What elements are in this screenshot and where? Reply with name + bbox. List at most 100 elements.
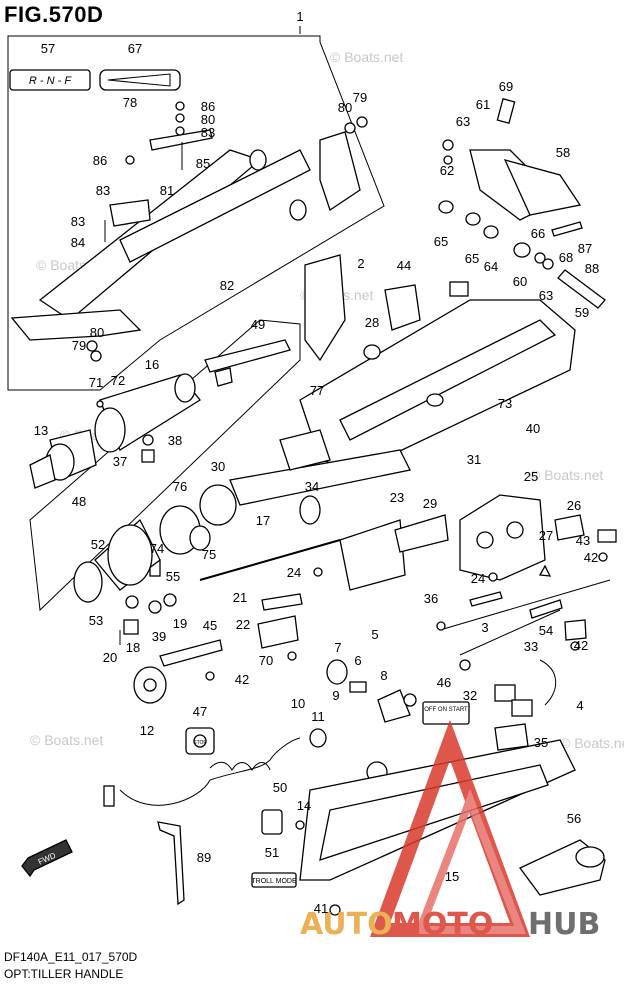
lower-cover-tray — [299, 723, 576, 881]
callout-6: 6 — [354, 653, 361, 668]
callout-85: 85 — [196, 156, 210, 171]
callout-40: 40 — [526, 421, 540, 436]
callout-7: 7 — [334, 640, 341, 655]
callout-63: 63 — [456, 114, 470, 129]
callout-60: 60 — [513, 274, 527, 289]
callout-86: 86 — [93, 153, 107, 168]
callout-47: 47 — [193, 704, 207, 719]
callout-78: 78 — [123, 95, 137, 110]
callout-57: 57 — [41, 41, 55, 56]
stop-lanyard — [103, 728, 388, 807]
callout-19: 19 — [173, 616, 187, 631]
callout-45: 45 — [203, 618, 217, 633]
callout-66: 66 — [531, 226, 545, 241]
callout-28: 28 — [365, 315, 379, 330]
callout-34: 34 — [305, 479, 319, 494]
watermark-text-7: © Boats.net — [530, 467, 603, 483]
callout-54: 54 — [539, 623, 553, 638]
grip-cap-assembly — [73, 518, 161, 603]
callout-2: 2 — [357, 256, 364, 271]
callout-27: 27 — [539, 528, 553, 543]
figure-title: FIG.570D — [4, 2, 104, 27]
callout-72: 72 — [111, 373, 125, 388]
callout-68: 68 — [559, 250, 573, 265]
switch-plate-decal: OFF ON START — [422, 701, 470, 725]
wiring-harness — [494, 659, 557, 717]
knob-56 — [519, 839, 606, 896]
callout-12: 12 — [140, 723, 154, 738]
callout-61: 61 — [476, 97, 490, 112]
callout-24: 24 — [287, 565, 301, 580]
callout-89: 89 — [197, 850, 211, 865]
callout-37: 37 — [113, 454, 127, 469]
callout-74: 74 — [150, 541, 164, 556]
troll-switch — [261, 809, 305, 835]
shift-cable-assembly — [204, 339, 291, 387]
callout-80: 80 — [338, 100, 352, 115]
callout-86: 86 — [201, 99, 215, 114]
callout-30: 30 — [211, 459, 225, 474]
callout-26: 26 — [567, 498, 581, 513]
callout-75: 75 — [202, 547, 216, 562]
callout-23: 23 — [390, 490, 404, 505]
watermark-text-5: © Boats.net — [30, 732, 103, 748]
callout-44: 44 — [397, 258, 411, 273]
callout-17: 17 — [256, 513, 270, 528]
callout-32: 32 — [463, 688, 477, 703]
figure-subtitle: OPT:TILLER HANDLE — [4, 967, 124, 981]
callout-70: 70 — [259, 653, 273, 668]
stop-tag-text: STOP — [193, 740, 207, 746]
watermark-text-3: © Boats.net — [330, 49, 403, 65]
troll-mode-decal: TROLL MODE — [251, 872, 297, 888]
callout-77: 77 — [310, 383, 324, 398]
callout-53: 53 — [89, 613, 103, 628]
control-cables — [436, 564, 611, 671]
stop-tag: STOP — [185, 727, 215, 755]
callout-31: 31 — [467, 452, 481, 467]
cable-bracket — [564, 619, 587, 651]
shift-linkage-assembly — [119, 514, 449, 681]
callout-48: 48 — [72, 494, 86, 509]
callout-20: 20 — [103, 650, 117, 665]
callout-11: 11 — [311, 709, 325, 724]
callout-81: 81 — [160, 183, 174, 198]
callout-80: 80 — [201, 112, 215, 127]
upper-linkage-assembly — [10, 101, 368, 362]
callout-24: 24 — [471, 571, 485, 586]
callout-63: 63 — [539, 288, 553, 303]
logo-hub-text: HUB — [528, 907, 600, 942]
callout-9: 9 — [332, 688, 339, 703]
callout-49: 49 — [251, 317, 265, 332]
switch-assembly — [326, 659, 417, 723]
switch-plate-text: OFF ON START — [424, 707, 468, 713]
callout-59: 59 — [575, 305, 589, 320]
callout-38: 38 — [168, 433, 182, 448]
troll-mode-text: TROLL MODE — [251, 878, 297, 885]
callout-65: 65 — [465, 251, 479, 266]
logo-auto-text: AUTO — [300, 907, 393, 942]
callout-79: 79 — [72, 338, 86, 353]
callout-80: 80 — [90, 325, 104, 340]
callout-25: 25 — [524, 469, 538, 484]
callout-58: 58 — [556, 145, 570, 160]
callout-67: 67 — [128, 41, 142, 56]
callout-22: 22 — [236, 617, 250, 632]
shift-indicator-decal: R - N - F — [9, 69, 91, 91]
fwd-arrow-decal: FWD — [21, 839, 73, 878]
callout-50: 50 — [273, 780, 287, 795]
callout-87: 87 — [578, 241, 592, 256]
callout-46: 46 — [437, 675, 451, 690]
callout-79: 79 — [353, 90, 367, 105]
throttle-indicator-decal — [99, 69, 181, 91]
callout-29: 29 — [423, 496, 437, 511]
callout-83: 83 — [201, 125, 215, 140]
callout-42: 42 — [584, 550, 598, 565]
callout-73: 73 — [498, 396, 512, 411]
callout-16: 16 — [145, 357, 159, 372]
throttle-bracket-assembly — [438, 98, 606, 309]
callout-10: 10 — [291, 696, 305, 711]
watermark-text-4: © Boats.net — [560, 735, 624, 751]
ignition-key — [133, 666, 167, 704]
callout-35: 35 — [534, 735, 548, 750]
